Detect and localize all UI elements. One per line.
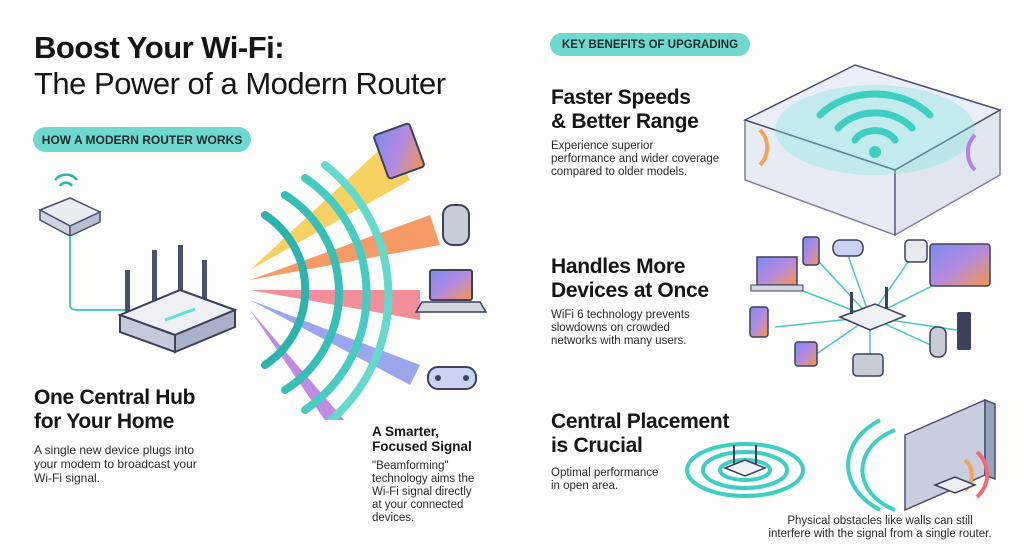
router-open-area-icon	[722, 445, 768, 477]
cable	[69, 236, 130, 311]
signal-heading: A Smarter, Focused Signal	[372, 424, 472, 454]
title-line-2: The Power of a Modern Router	[34, 66, 446, 101]
phone-icon-2	[794, 341, 818, 367]
connected-devices-illustration	[749, 236, 991, 377]
speaker-icon	[929, 326, 947, 358]
speed-heading: Faster Speeds & Better Range	[551, 86, 699, 134]
hub-heading-line-2: for Your Home	[34, 410, 175, 433]
hub-body-line: A single new device plugs into	[34, 443, 195, 457]
placement-body: Optimal performance in open area.	[551, 467, 658, 493]
signal-heading-line-2: Focused Signal	[372, 439, 472, 454]
hub-body-line: Wi-Fi signal.	[34, 471, 101, 485]
laptop-icon	[414, 269, 488, 313]
signal-heading-line-1: A Smarter,	[372, 424, 440, 439]
signal-arcs-icon	[261, 161, 393, 420]
placement-heading: Central Placement is Crucial	[551, 410, 729, 458]
hub-heading-line-1: One Central Hub	[34, 386, 196, 409]
signal-body-line: "Beamforming"	[372, 460, 449, 472]
router-icon	[837, 287, 908, 331]
devices-body: WiFi 6 technology prevents slowdowns on …	[551, 309, 690, 348]
devices-heading-line-2: Devices at Once	[551, 279, 709, 302]
wifi-icon	[816, 90, 934, 144]
hub-body-line: your modem to broadcast your	[34, 457, 197, 471]
signal-body-line: at your connected	[372, 499, 464, 511]
speed-heading-line-2: & Better Range	[551, 110, 699, 133]
hub-heading: One Central Hub for Your Home	[34, 386, 195, 434]
tablet-icon	[373, 122, 425, 180]
signal-body-line: Wi-Fi signal directly	[372, 486, 472, 498]
placement-heading-line-2: is Crucial	[551, 434, 643, 457]
signal-body-line: devices.	[372, 512, 415, 524]
placement-illustration	[685, 398, 996, 512]
house-coverage-illustration	[743, 64, 1002, 237]
benefits-pill: KEY BENEFITS OF UPGRADING	[550, 33, 750, 56]
devices-body-line: networks with many users.	[551, 335, 687, 347]
main-router-icon	[117, 245, 238, 354]
speed-body-line: compared to older models.	[551, 166, 688, 178]
how-it-works-pill: HOW A MODERN ROUTER WORKS	[33, 127, 251, 152]
placement-body-line: in open area.	[551, 480, 619, 492]
controller-icon	[832, 239, 864, 257]
router-behind-wall-icon	[932, 476, 978, 494]
title-line-1: Boost Your Wi-Fi:	[34, 30, 285, 65]
small-modem-icon	[38, 173, 102, 238]
laptop-icon	[750, 256, 804, 292]
placement-body-line: Optimal performance	[551, 467, 659, 479]
placement-heading-line-1: Central Placement	[551, 410, 730, 433]
signal-body-line: technology aims the	[372, 473, 475, 485]
smart-speaker-icon	[442, 204, 470, 246]
caption-line: Physical obstacles like walls can still	[787, 515, 973, 527]
obstacle-caption: Physical obstacles like walls can still …	[760, 515, 1000, 541]
speed-body-line: Experience superior	[551, 140, 654, 152]
speed-body: Experience superior performance and wide…	[551, 140, 719, 179]
game-controller-icon	[427, 366, 477, 390]
speed-body-line: performance and wider coverage	[551, 153, 720, 165]
photo-camera-icon	[852, 353, 884, 377]
tablet-icon	[749, 306, 769, 338]
devices-heading: Handles More Devices at Once	[551, 255, 709, 303]
monitor-icon	[929, 243, 991, 287]
devices-body-line: WiFi 6 technology prevents	[551, 309, 690, 321]
speed-heading-line-1: Faster Speeds	[551, 86, 691, 109]
console-icon	[957, 312, 971, 350]
caption-line: interfere with the signal from a single …	[768, 528, 992, 540]
devices-body-line: slowdowns on crowded	[551, 322, 670, 334]
signal-body: "Beamforming" technology aims the Wi-Fi …	[372, 460, 474, 525]
beamforming-illustration	[38, 122, 488, 420]
camera-icon	[904, 239, 928, 263]
devices-heading-line-1: Handles More	[551, 255, 686, 278]
phone-icon	[802, 236, 820, 266]
hub-body: A single new device plugs into your mode…	[34, 443, 197, 485]
